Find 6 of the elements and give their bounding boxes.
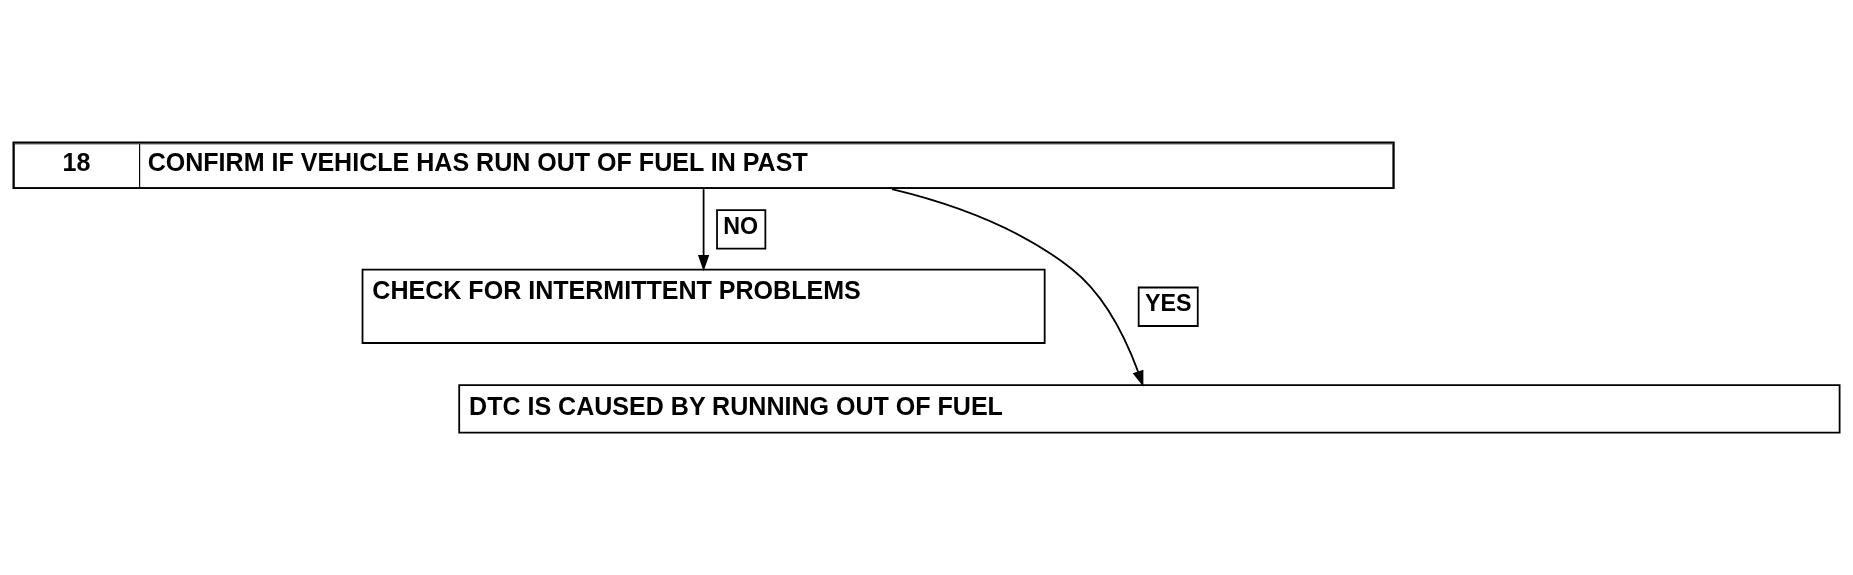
arrow [891, 188, 1144, 387]
edge-label: NO [723, 213, 759, 240]
edge-label: YES [1144, 290, 1192, 317]
arrow [697, 188, 710, 272]
node-box: CHECK FOR INTERMITTENT PROBLEMS [361, 268, 1046, 344]
node-box: DTC IS CAUSED BY RUNNING OUT OF FUEL [458, 384, 1841, 434]
